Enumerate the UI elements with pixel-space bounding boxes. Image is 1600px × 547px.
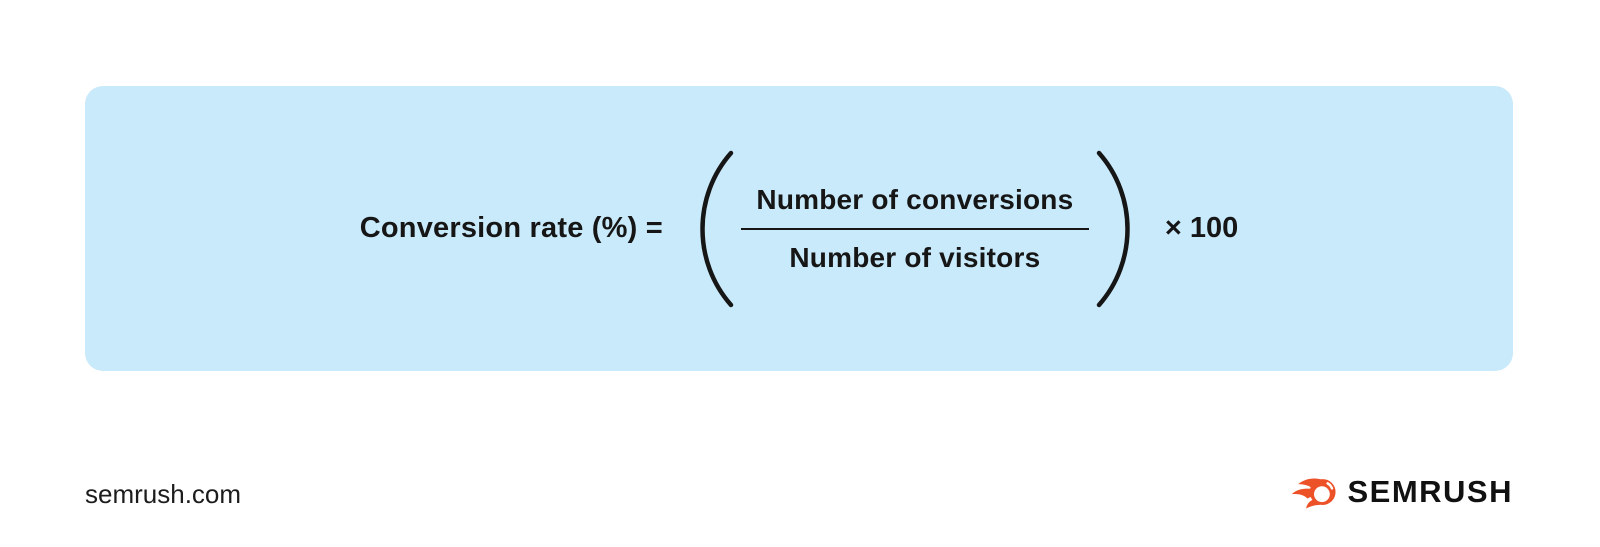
fraction-numerator: Number of conversions [756, 183, 1074, 215]
fraction-divider-line [740, 227, 1089, 230]
conversion-rate-formula: Conversion rate (%) = Number of conversi… [359, 148, 1239, 310]
fraction-denominator: Number of visitors [789, 241, 1041, 273]
semrush-fireball-icon [1292, 478, 1337, 509]
formula-card: Conversion rate (%) = Number of conversi… [85, 86, 1513, 371]
brand-wordmark: SEMRUSH [1347, 474, 1513, 509]
formula-multiplier: × 100 [1164, 212, 1239, 244]
formula-lhs: Conversion rate (%) = [359, 212, 663, 244]
open-paren-icon [700, 150, 734, 307]
close-paren-icon [1096, 150, 1130, 307]
semrush-logo: SEMRUSH [1291, 474, 1513, 510]
fraction: Number of conversions Number of visitors [740, 183, 1089, 274]
website-url-text: semrush.com [85, 479, 242, 509]
